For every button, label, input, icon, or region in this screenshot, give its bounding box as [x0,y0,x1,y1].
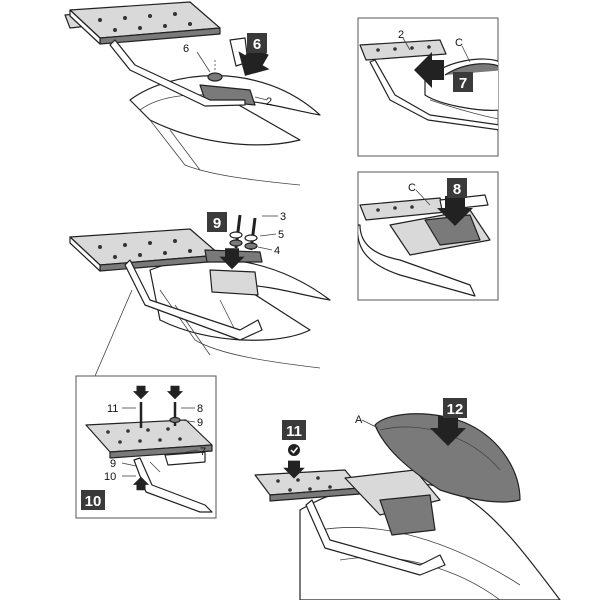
step-7-label: 7 [459,75,467,92]
step-11-label: 11 [286,423,302,440]
mount-plate-11 [379,494,436,536]
callout-part-7: 7 [200,446,206,458]
callout-part-10: 10 [104,471,116,483]
top-case-A [374,413,521,503]
rack-arm [109,39,246,107]
panel-step-9: 3 5 4 9 [69,211,331,377]
panel-step-6: 6 2 6 [64,1,321,186]
detail-leader [94,289,133,377]
rack-arm-detail [369,59,498,131]
step-11-badge [282,420,306,440]
step-7-badge [453,72,473,92]
callout-part-9-bottom: 9 [110,458,116,470]
check-circle-icon [288,444,300,456]
bike-seat-area [129,75,321,146]
callout-part-3: 3 [280,211,286,223]
step-10-badge [81,490,105,510]
rack-plate-detail [359,39,447,61]
panel-step-8: C 8 [357,171,499,301]
callout-part-6: 6 [183,43,189,55]
step-8-label: 8 [453,181,461,198]
step-8-badge [447,178,467,198]
rack-arm-detail-10 [133,457,213,513]
rack-arm-detail-8 [358,224,476,297]
step-9-label: 9 [213,215,221,232]
step-6-label: 6 [253,36,261,53]
callout-part-9-top: 9 [197,417,203,429]
callout-part-5: 5 [278,229,284,241]
callout-part-C-8: C [408,182,416,194]
bracket-part-7 [164,451,206,466]
nut-part-6 [207,72,223,82]
rack-arm-11 [305,499,446,576]
callout-part-2-b: 2 [398,29,404,41]
step-10-label: 10 [85,493,102,510]
callout-part-8: 8 [197,403,203,415]
callout-part-4: 4 [274,245,280,257]
callout-part-A: A [355,414,363,426]
step-12-label: 12 [447,401,464,418]
callout-part-2: 2 [266,96,272,108]
step-6-badge [247,33,267,53]
rack-arm-9 [124,259,263,341]
panel-step-7: 2 C 7 [357,17,499,157]
step-12-badge [443,398,467,418]
panel-step-11-12: A 12 11 [254,398,561,600]
mount-plate-9 [209,269,259,296]
step-9-badge [207,212,227,232]
callout-part-11: 11 [107,403,118,415]
panel-step-10: 11 8 9 7 9 10 10 [75,375,217,519]
callout-part-C: C [455,37,463,49]
rack-top-plate [69,1,221,45]
